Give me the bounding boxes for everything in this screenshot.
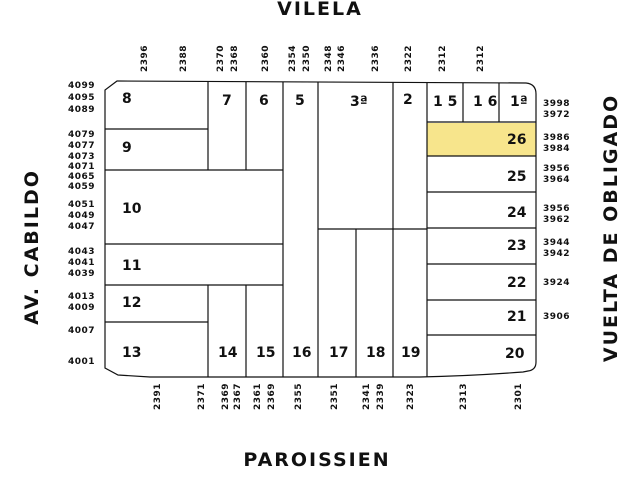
left-address: 4013	[68, 292, 95, 302]
left-address: 4001	[68, 357, 95, 367]
bottom-address: 2361	[253, 383, 263, 410]
top-address: 2312	[438, 45, 448, 72]
block-outline	[104, 80, 537, 378]
right-address: 3956	[543, 204, 570, 214]
lot-12-label: 12	[122, 295, 141, 311]
top-address: 2396	[140, 45, 150, 72]
lot-13-label: 13	[122, 345, 141, 361]
street-top-label: VILELA	[277, 0, 363, 20]
top-address: 2368	[230, 45, 240, 72]
lot-26-highlight	[427, 123, 536, 156]
right-address: 3942	[543, 249, 570, 259]
left-address: 4059	[68, 182, 95, 192]
lot-7-label: 7	[222, 93, 232, 109]
top-address: 2312	[476, 45, 486, 72]
left-address: 4089	[68, 105, 95, 115]
lot-21-label: 21	[507, 309, 526, 325]
right-addresses: 3998 3972 3986 3984 3956 3964 3956 3962 …	[543, 99, 570, 322]
bottom-address: 2323	[406, 383, 416, 410]
bottom-address: 2351	[330, 383, 340, 410]
bottom-address: 2301	[514, 383, 524, 410]
bottom-addresses: 2391 2371 2369 2367 2361 2369 2355 2351 …	[153, 383, 524, 410]
top-address: 2348	[324, 45, 334, 72]
top-address: 2388	[179, 45, 189, 72]
right-address: 3986	[543, 133, 570, 143]
left-address: 4065	[68, 172, 95, 182]
left-address: 4099	[68, 81, 95, 91]
left-address: 4043	[68, 247, 95, 257]
bottom-address: 2391	[153, 383, 163, 410]
lot-3a-label: 3ª	[350, 94, 368, 110]
top-address: 2346	[337, 45, 347, 72]
lot-16-label: 16	[292, 345, 311, 361]
right-address: 3924	[543, 278, 570, 288]
lot-24-label: 24	[507, 205, 527, 221]
right-address: 3998	[543, 99, 570, 109]
lot-2-label: 2	[403, 92, 413, 108]
bottom-address: 2339	[376, 383, 386, 410]
lot-5-label: 5	[295, 93, 305, 109]
lot-1-5-label: 1 5	[433, 94, 457, 110]
lot-17-label: 17	[329, 345, 348, 361]
lot-10-label: 10	[122, 201, 142, 217]
left-address: 4079	[68, 130, 95, 140]
street-right-label: VUELTA DE OBLIGADO	[600, 94, 622, 362]
bottom-address: 2369	[267, 383, 277, 410]
lot-19-label: 19	[401, 345, 420, 361]
right-address: 3984	[543, 144, 570, 154]
street-left-label: AV. CABILDO	[21, 169, 43, 325]
left-address: 4095	[68, 93, 95, 103]
lot-14-label: 14	[218, 345, 238, 361]
left-address: 4051	[68, 200, 95, 210]
right-address: 3964	[543, 175, 570, 185]
bottom-address: 2355	[294, 383, 304, 410]
lot-20-label: 20	[505, 346, 525, 362]
top-address: 2336	[371, 45, 381, 72]
lot-numbers: 8 7 6 5 3ª 2 1 5 1 6 1ª 26 25 24 23 22 2…	[122, 91, 528, 362]
lot-boundaries	[105, 81, 536, 377]
right-address: 3962	[543, 215, 570, 225]
left-address: 4049	[68, 211, 95, 221]
left-address: 4009	[68, 303, 95, 313]
bottom-address: 2369	[221, 383, 231, 410]
bottom-address: 2341	[362, 383, 372, 410]
top-address: 2350	[302, 45, 312, 72]
lot-11-label: 11	[122, 258, 141, 274]
lot-23-label: 23	[507, 238, 526, 254]
right-address: 3906	[543, 312, 570, 322]
left-addresses: 4099 4095 4089 4079 4077 4073 4071 4065 …	[68, 81, 95, 367]
street-bottom-label: PAROISSIEN	[243, 449, 390, 471]
lot-1-6-label: 1 6	[473, 94, 497, 110]
left-address: 4041	[68, 258, 95, 268]
lot-9-label: 9	[122, 140, 132, 156]
top-addresses: 2396 2388 2370 2368 2360 2354 2350 2348 …	[140, 45, 486, 72]
left-address: 4077	[68, 141, 95, 151]
lot-15-label: 15	[256, 345, 275, 361]
right-address: 3944	[543, 238, 570, 248]
left-address: 4039	[68, 269, 95, 279]
right-address: 3972	[543, 110, 570, 120]
lot-25-label: 25	[507, 169, 526, 185]
lot-22-label: 22	[507, 275, 526, 291]
bottom-address: 2367	[233, 383, 243, 410]
lot-8-label: 8	[122, 91, 132, 107]
left-address: 4047	[68, 222, 95, 232]
lot-6-label: 6	[259, 93, 269, 109]
left-address: 4071	[68, 162, 95, 172]
right-address: 3956	[543, 164, 570, 174]
lot-1a-label: 1ª	[510, 94, 528, 110]
top-address: 2370	[216, 45, 226, 72]
top-address: 2360	[261, 45, 271, 72]
bottom-address: 2371	[197, 383, 207, 410]
lot-26-label: 26	[507, 132, 526, 148]
left-address: 4007	[68, 326, 95, 336]
left-address: 4073	[68, 152, 95, 162]
bottom-address: 2313	[459, 383, 469, 410]
top-address: 2322	[404, 45, 414, 72]
lot-18-label: 18	[366, 345, 385, 361]
top-address: 2354	[288, 45, 298, 72]
